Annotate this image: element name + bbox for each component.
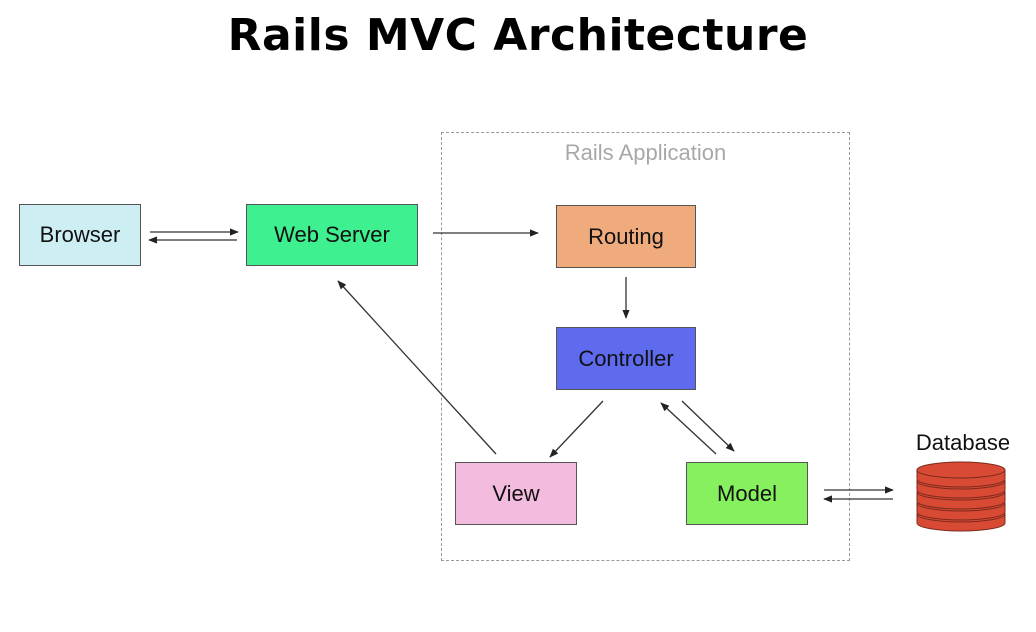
rails-application-boundary <box>441 132 850 561</box>
browser-node: Browser <box>19 204 141 266</box>
routing-node: Routing <box>556 205 696 268</box>
diagram-title: Rails MVC Architecture <box>227 10 809 61</box>
model-node: Model <box>686 462 808 525</box>
web-server-node: Web Server <box>246 204 418 266</box>
arrow-controller-to-model <box>681 400 735 452</box>
arrow-controller-to-view <box>549 400 604 458</box>
database-icon <box>916 461 1006 532</box>
database-label: Database <box>915 430 1011 455</box>
arrow-view-to-webserver <box>337 280 497 455</box>
arrow-model-to-controller <box>660 402 717 455</box>
rails-application-label: Rails Application <box>564 140 727 165</box>
database-disk-top <box>916 461 1006 479</box>
view-node: View <box>455 462 577 525</box>
controller-node: Controller <box>556 327 696 390</box>
